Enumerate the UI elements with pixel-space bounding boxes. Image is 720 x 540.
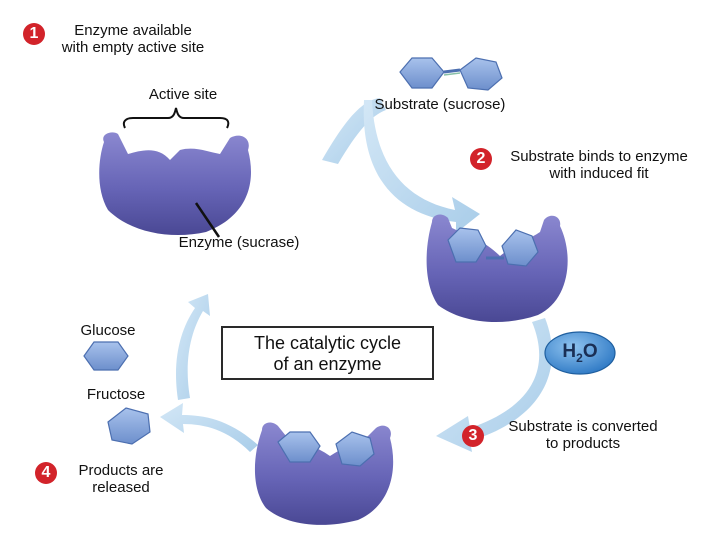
glucose-molecule [83, 341, 129, 371]
step-2-caption: Substrate binds to enzyme with induced f… [494, 148, 704, 182]
step-4-line1: Products are [78, 462, 164, 479]
diagram-title-box: The catalytic cycle of an enzyme [221, 326, 434, 380]
bound-substrate [447, 227, 539, 267]
step-1-badge: 1 [23, 23, 45, 45]
step-1-caption: Enzyme available with empty active site [48, 22, 218, 56]
enzyme-label: Enzyme (sucrase) [178, 234, 300, 251]
water-o: O [582, 341, 598, 362]
step-1-line1: Enzyme available [74, 22, 192, 39]
enzyme-substrate-complex [426, 214, 568, 323]
step-4-caption: Products are released [64, 462, 178, 496]
substrate-label: Substrate (sucrose) [374, 96, 506, 113]
fructose-molecule [107, 407, 151, 445]
step-3-line1: Substrate is converted [508, 418, 658, 435]
cycle-arrow-bottom [160, 403, 258, 452]
enzyme-pointer-line [194, 202, 221, 238]
sucrose-substrate [399, 57, 503, 91]
enzyme-with-products [254, 422, 394, 525]
water-molecule [544, 331, 616, 375]
water-subscript: 2 [576, 350, 583, 365]
step-2-line2: with induced fit [549, 165, 649, 182]
cycle-arrow-top-right [363, 100, 480, 233]
cycle-arrow-left [175, 294, 210, 400]
step-1-line2: with empty active site [61, 39, 205, 56]
title-line2: of an enzyme [273, 354, 382, 374]
step-3-caption: Substrate is converted to products [488, 418, 678, 452]
active-site-label: Active site [148, 86, 218, 103]
water-label: H2O [546, 341, 614, 367]
step-3-line2: to products [545, 435, 621, 452]
step-2-line1: Substrate binds to enzyme [510, 148, 688, 165]
product-molecules-bound [277, 431, 375, 467]
step-4-badge: 4 [35, 462, 57, 484]
water-h: H [562, 341, 577, 362]
empty-enzyme [99, 132, 252, 236]
glucose-label: Glucose [80, 322, 136, 339]
step-2-badge: 2 [470, 148, 492, 170]
cycle-arrow-right [436, 318, 553, 452]
fructose-label: Fructose [86, 386, 146, 403]
active-site-bracket [122, 107, 230, 129]
title-line1: The catalytic cycle [253, 333, 402, 353]
step-3-badge: 3 [462, 425, 484, 447]
step-4-line2: released [92, 479, 150, 496]
